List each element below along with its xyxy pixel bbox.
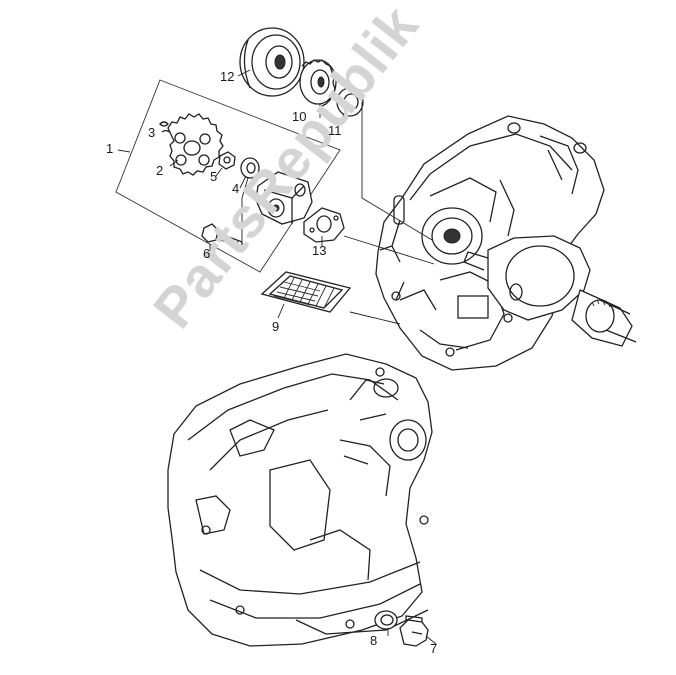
callout-2: 2 (156, 163, 164, 178)
oil-pump-body (255, 171, 313, 225)
callout-11: 11 (328, 123, 342, 138)
callout-9: 9 (272, 319, 280, 334)
part-10-sprocket (299, 59, 337, 107)
callout-4: 4 (232, 181, 240, 196)
callout-10: 10 (292, 109, 307, 124)
callout-6: 6 (203, 246, 211, 261)
right-crankcase (375, 115, 637, 371)
part-13-gasket (303, 207, 345, 243)
callout-8: 8 (370, 633, 378, 648)
callout-3: 3 (148, 125, 156, 140)
part-6-bolt (201, 223, 243, 249)
part-7-drain-plug (399, 615, 429, 647)
callout-13: 13 (312, 243, 327, 258)
callout-12: 12 (220, 69, 235, 84)
part-5-nut (218, 151, 236, 170)
part-8-washer (374, 610, 398, 630)
callout-5: 5 (210, 169, 218, 184)
part-2-pump-gear (167, 113, 224, 176)
part-4-washer (240, 157, 260, 179)
callout-1: 1 (106, 141, 114, 156)
part-9-oil-strainer (260, 271, 352, 313)
oil-pump-group-frame (115, 79, 341, 273)
part-12-drive-gear (239, 27, 305, 97)
part-3-pin (159, 121, 170, 133)
callout-7: 7 (430, 641, 438, 656)
left-crankcase (167, 353, 433, 647)
leader-lines (117, 69, 437, 645)
part-11-seal-ring (336, 87, 364, 117)
